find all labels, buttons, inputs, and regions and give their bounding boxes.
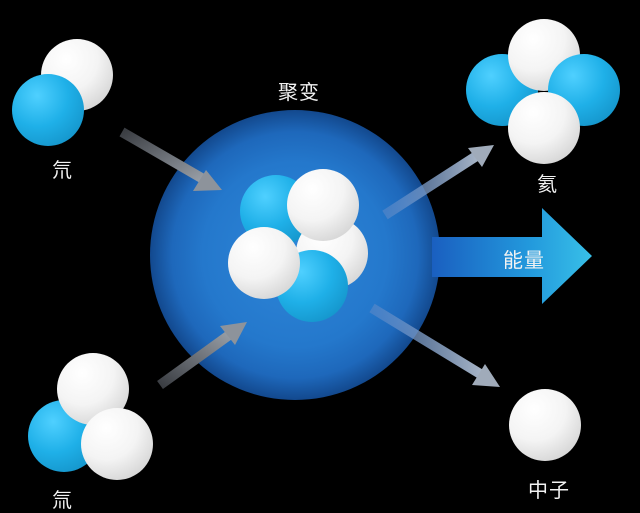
proton-ball — [12, 74, 84, 146]
deuterium-label: 氘 — [52, 158, 73, 182]
neutron-ball — [81, 408, 153, 480]
arrow-fusion-to-helium — [382, 145, 494, 220]
helium-label: 氦 — [537, 172, 558, 196]
neutron-ball — [228, 227, 300, 299]
tritium-label: 氚 — [52, 488, 73, 512]
neutron-particle — [509, 389, 581, 461]
fusion-title: 聚变 — [278, 80, 320, 104]
arrow-fusion-to-neutron — [369, 303, 500, 387]
neutron-ball — [508, 92, 580, 164]
energy-arrow — [432, 208, 592, 304]
arrow-deuterium-to-fusion — [119, 127, 222, 191]
neutron-ball — [287, 169, 359, 241]
energy-label: 能量 — [503, 248, 545, 272]
arrow-tritium-to-fusion — [157, 322, 247, 390]
neutron-label: 中子 — [528, 478, 570, 502]
